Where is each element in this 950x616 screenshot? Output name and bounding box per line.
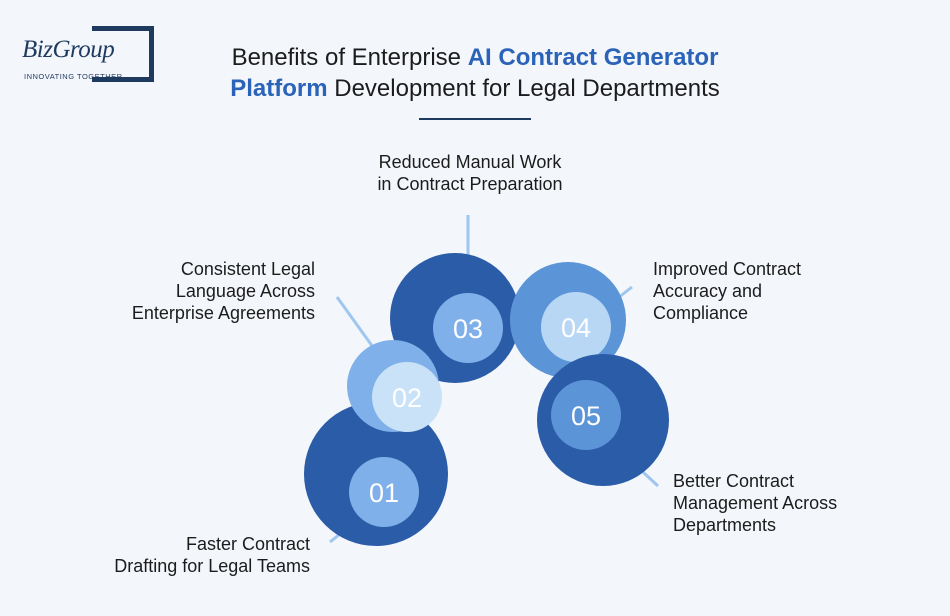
label-05-line1: Better Contract (673, 471, 795, 491)
circle-inner-04 (541, 292, 611, 362)
number-05: 05 (571, 401, 601, 431)
number-03: 03 (453, 314, 483, 344)
circle-inner-02 (372, 362, 442, 432)
number-01: 01 (369, 478, 399, 508)
logo-frame (92, 26, 154, 82)
circle-inner-03 (433, 293, 503, 363)
label-04-line1: Improved Contract (653, 259, 802, 279)
label-01-line2: Drafting for Legal Teams (114, 556, 310, 576)
label-04-line3: Compliance (653, 303, 749, 323)
label-05-line3: Departments (673, 515, 777, 535)
title-highlight2: Platform (230, 75, 328, 102)
label-03-line2: in Contract Preparation (377, 174, 563, 194)
label-02-line3: Enterprise Agreements (131, 303, 315, 323)
logo-wordmark: BizGroup (22, 36, 115, 63)
label-03: Reduced Manual Work in Contract Preparat… (345, 151, 595, 195)
circle-inner-01 (349, 457, 419, 527)
circle-inner-05 (551, 380, 621, 450)
label-05: Better Contract Management Across Depart… (673, 470, 903, 536)
company-logo: BizGroup INNOVATING TOGETHER (22, 26, 162, 86)
label-05-line2: Management Across (673, 493, 838, 513)
label-04: Improved Contract Accuracy and Complianc… (653, 258, 873, 324)
number-04: 04 (561, 313, 591, 343)
label-02: Consistent Legal Language Across Enterpr… (85, 258, 315, 324)
page-title: Benefits of Enterprise AI Contract Gener… (150, 42, 800, 104)
label-04-line2: Accuracy and (653, 281, 763, 301)
label-01-line1: Faster Contract (185, 534, 310, 554)
label-02-line1: Consistent Legal (180, 259, 315, 279)
title-underline (419, 118, 531, 120)
label-01: Faster Contract Drafting for Legal Teams (70, 533, 310, 577)
title-part2: Development for Legal Departments (327, 75, 720, 102)
number-02: 02 (392, 383, 422, 413)
label-02-line2: Language Across (175, 281, 315, 301)
title-part1: Benefits of Enterprise (231, 44, 468, 71)
title-highlight1: AI Contract Generator (467, 44, 719, 71)
label-03-line1: Reduced Manual Work (378, 152, 562, 172)
logo-tagline: INNOVATING TOGETHER (24, 72, 123, 81)
